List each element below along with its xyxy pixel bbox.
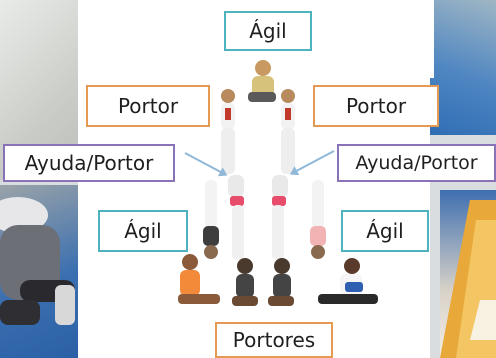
label-agil-left: Ágil [98,210,188,252]
label-portor-right: Portor [313,85,439,127]
yellow-letter-graphic [440,200,496,358]
label-portores: Portores [215,322,333,358]
background-photo-right-bottom [440,190,496,358]
figure-top-agil [248,60,276,102]
gymnast-photo-figure [0,197,75,325]
figure-upper-portor-left [221,89,235,174]
label-ayuda-portor-right: Ayuda/Portor [337,144,496,182]
label-ayuda-portor-left: Ayuda/Portor [3,144,175,182]
label-portor-left: Portor [86,85,210,127]
label-top-agil: Ágil [224,11,312,51]
figure-upper-portor-right [281,89,295,174]
figure-lower-agil-right [310,180,326,259]
figure-middle-helper-left [228,175,244,260]
background-photo-right-top [430,0,496,135]
figure-middle-helper-right [272,175,288,260]
label-agil-right: Ágil [341,210,429,252]
figure-lower-agil-left [203,180,219,259]
figure-bottom-portores [178,254,378,306]
